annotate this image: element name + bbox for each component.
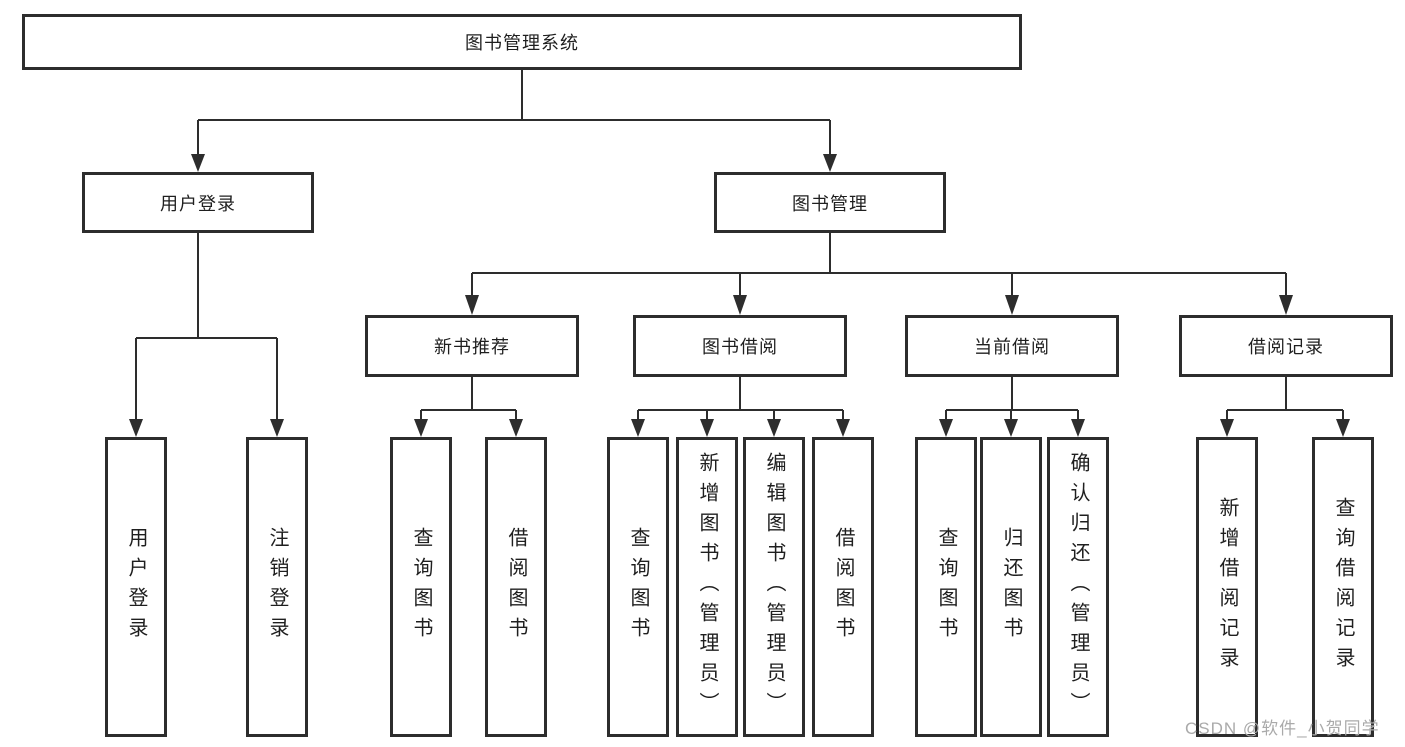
arrowhead-icon [414, 419, 428, 437]
node-book-management-module: 图书管理 [714, 172, 946, 233]
connector-book-borrow-to-children [631, 377, 850, 437]
connector-book-management-to-level3 [465, 233, 1293, 315]
leaf-query-books-current: 查询图书 [915, 437, 977, 737]
connector-borrow-records-to-children [1220, 377, 1350, 437]
node-new-book-recommendation: 新书推荐 [365, 315, 579, 377]
leaf-logout: 注销登录 [246, 437, 308, 737]
arrowhead-icon [129, 419, 143, 437]
arrowhead-icon [836, 419, 850, 437]
csdn-watermark: CSDN @软件_小贺同学 [1185, 719, 1380, 738]
leaf-confirm-return-admin: 确认归还（管理员） [1047, 437, 1109, 737]
leaf-borrow-books: 借阅图书 [812, 437, 874, 737]
arrowhead-icon [270, 419, 284, 437]
node-book-borrowing: 图书借阅 [633, 315, 847, 377]
arrowhead-icon [939, 419, 953, 437]
node-library-management-system: 图书管理系统 [22, 14, 1022, 70]
arrowhead-icon [1005, 295, 1019, 315]
leaf-user-login: 用户登录 [105, 437, 167, 737]
arrowhead-icon [1071, 419, 1085, 437]
leaf-query-borrow-record: 查询借阅记录 [1312, 437, 1374, 737]
node-borrowing-records: 借阅记录 [1179, 315, 1393, 377]
connector-user-login-to-children [129, 233, 284, 437]
arrowhead-icon [191, 154, 205, 172]
arrowhead-icon [631, 419, 645, 437]
leaf-add-borrow-record: 新增借阅记录 [1196, 437, 1258, 737]
node-user-login-module: 用户登录 [82, 172, 314, 233]
leaf-query-books-recommend: 查询图书 [390, 437, 452, 737]
leaf-borrow-books-recommend: 借阅图书 [485, 437, 547, 737]
arrowhead-icon [1004, 419, 1018, 437]
connector-root-to-level2 [191, 70, 837, 172]
arrowhead-icon [700, 419, 714, 437]
node-current-borrowing: 当前借阅 [905, 315, 1119, 377]
connector-current-borrow-to-children [939, 377, 1085, 437]
arrowhead-icon [1220, 419, 1234, 437]
leaf-return-books: 归还图书 [980, 437, 1042, 737]
arrowhead-icon [465, 295, 479, 315]
connector-new-book-to-children [414, 377, 523, 437]
arrowhead-icon [509, 419, 523, 437]
arrowhead-icon [823, 154, 837, 172]
leaf-add-books-admin: 新增图书（管理员） [676, 437, 738, 737]
arrowhead-icon [733, 295, 747, 315]
arrowhead-icon [1336, 419, 1350, 437]
leaf-query-books-borrow: 查询图书 [607, 437, 669, 737]
arrowhead-icon [1279, 295, 1293, 315]
arrowhead-icon [767, 419, 781, 437]
leaf-edit-books-admin: 编辑图书（管理员） [743, 437, 805, 737]
